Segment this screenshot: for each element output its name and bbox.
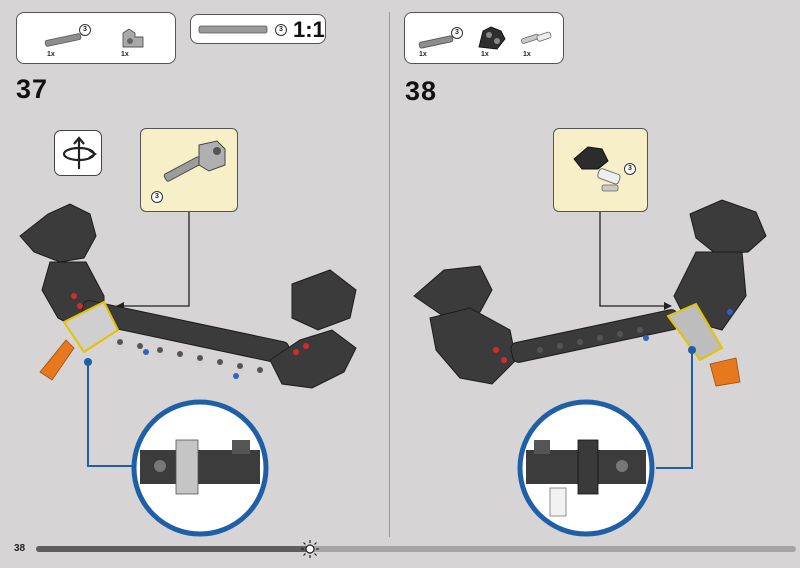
axle-connector-icon <box>163 140 226 182</box>
axle-length-badge: 3 <box>79 24 91 36</box>
axle-scale-icon <box>198 25 268 34</box>
right-page: 3 1x 1x 1x 38 3 <box>400 0 800 568</box>
detail-callout-ring <box>84 358 269 537</box>
part-qty: 1x <box>419 51 427 58</box>
black-connector-icon <box>478 26 506 50</box>
detail-callout-ring <box>517 346 696 537</box>
rotate-icon <box>62 136 97 169</box>
callout-pointer-arrow <box>599 212 672 310</box>
connector-part-icon <box>122 28 144 48</box>
callout-length-badge: 3 <box>624 163 636 175</box>
left-page: 3 1x 1x 3 1:1 37 3 <box>16 12 357 537</box>
progress-sun-icon <box>301 540 319 558</box>
connector-pin-icon <box>573 146 621 192</box>
model-assembly-drawing <box>19 203 357 389</box>
scale-length-badge: 3 <box>275 24 287 36</box>
part-qty: 1x <box>47 51 55 58</box>
axle-length-badge: 3 <box>451 27 463 39</box>
progress-track <box>36 546 796 552</box>
callout-length-badge: 3 <box>151 191 163 203</box>
progress-fill <box>36 546 310 552</box>
part-qty: 1x <box>481 51 489 58</box>
parts-list-step-38: 3 1x 1x 1x <box>404 12 564 64</box>
parts-list-step-37: 3 1x 1x <box>16 12 176 64</box>
axle-part-icon <box>44 33 82 47</box>
scale-reference: 3 1:1 <box>190 14 326 44</box>
rotate-model-indicator <box>54 130 102 176</box>
scale-ratio: 1:1 <box>293 17 325 42</box>
sub-assembly-callout: 3 <box>553 128 648 212</box>
step-number: 38 <box>405 76 438 106</box>
part-qty: 1x <box>121 51 129 58</box>
model-assembly-drawing <box>413 199 767 387</box>
step-number: 37 <box>16 74 49 104</box>
sub-assembly-callout: 3 <box>140 128 238 212</box>
page-number: 38 <box>14 543 26 554</box>
part-qty: 1x <box>523 51 531 58</box>
page-divider <box>389 12 390 537</box>
pin-axle-icon <box>520 31 552 44</box>
axle-part-icon <box>418 35 454 49</box>
